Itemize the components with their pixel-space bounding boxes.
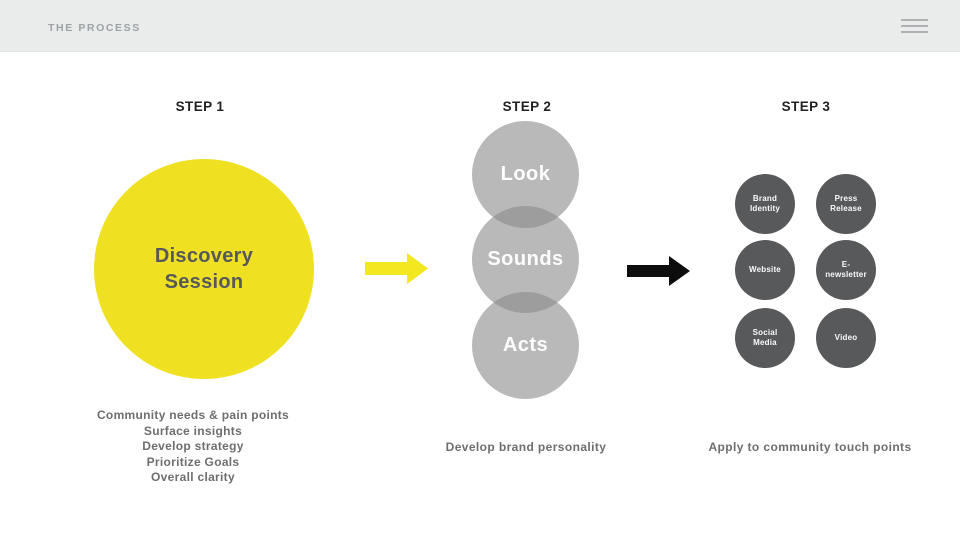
step-1-label: STEP 1 bbox=[175, 99, 225, 114]
social-media-label: Social Media bbox=[752, 328, 778, 347]
step-1-notes: Community needs & pain points Surface in… bbox=[63, 408, 323, 486]
note-line: Overall clarity bbox=[151, 470, 235, 484]
website-label: Website bbox=[749, 265, 781, 274]
acts-circle: Acts bbox=[472, 292, 579, 399]
note-line: Develop strategy bbox=[142, 439, 244, 453]
video-circle: Video bbox=[816, 308, 876, 368]
hamburger-line bbox=[901, 25, 928, 27]
look-label: Look bbox=[500, 163, 551, 185]
hamburger-menu-icon[interactable] bbox=[901, 19, 928, 33]
social-media-circle: Social Media bbox=[735, 308, 795, 368]
header-bar: THE PROCESS bbox=[0, 0, 960, 52]
hamburger-line bbox=[901, 19, 928, 21]
discovery-session-circle: Discovery Session bbox=[94, 159, 314, 379]
step-2-label: STEP 2 bbox=[502, 99, 552, 114]
brand-identity-label: Brand Identity bbox=[749, 194, 781, 213]
page-title: THE PROCESS bbox=[48, 22, 141, 34]
step-3-label: STEP 3 bbox=[781, 99, 831, 114]
discovery-session-text: Discovery Session bbox=[154, 245, 254, 293]
brand-identity-circle: Brand Identity bbox=[735, 174, 795, 234]
step-3-caption: Apply to community touch points bbox=[708, 440, 912, 454]
sounds-label: Sounds bbox=[487, 248, 564, 270]
e-newsletter-circle: E- newsletter bbox=[816, 240, 876, 300]
press-release-label: Press Release bbox=[830, 194, 862, 213]
note-line: Surface insights bbox=[143, 423, 243, 438]
right-arrow-icon bbox=[365, 253, 428, 284]
note-line: Prioritize Goals bbox=[146, 454, 240, 469]
right-arrow-icon bbox=[627, 256, 690, 286]
video-label: Video bbox=[834, 333, 858, 342]
note-line: Community needs & pain points bbox=[96, 408, 290, 422]
e-newsletter-label: E- newsletter bbox=[825, 260, 867, 279]
hamburger-line bbox=[901, 31, 928, 33]
website-circle: Website bbox=[735, 240, 795, 300]
press-release-circle: Press Release bbox=[816, 174, 876, 234]
step-2-caption: Develop brand personality bbox=[445, 440, 607, 454]
acts-label: Acts bbox=[502, 334, 549, 356]
